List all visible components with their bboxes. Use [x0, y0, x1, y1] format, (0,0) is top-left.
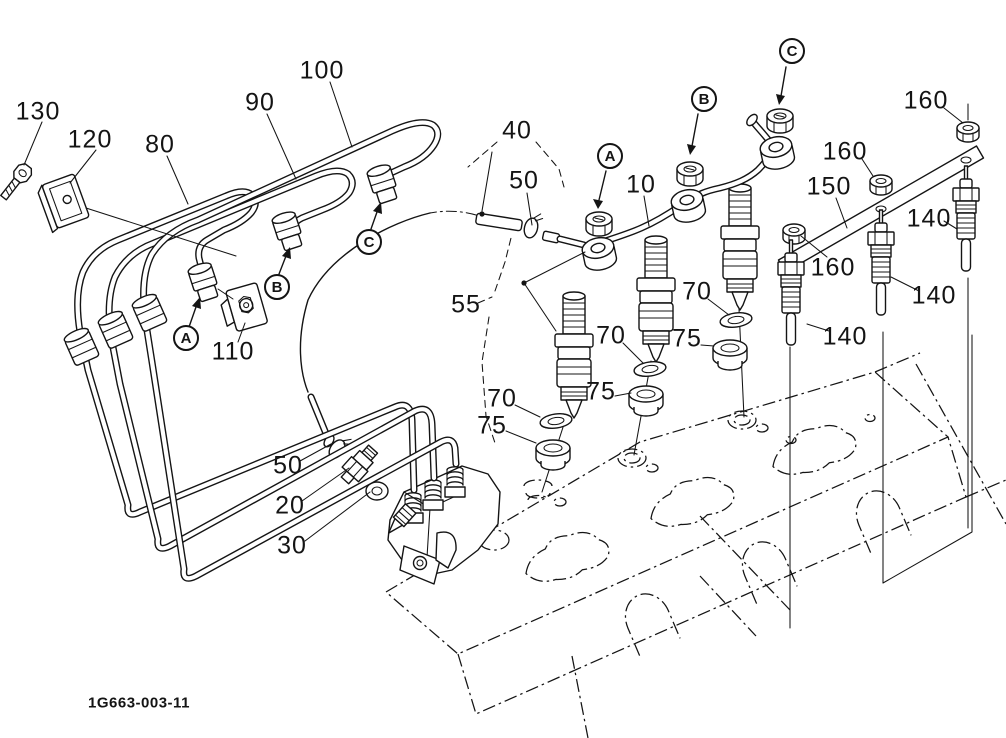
injector-washer-70	[538, 411, 574, 431]
callout-55: 55	[451, 290, 481, 319]
leakoff-cap-nut-b	[676, 161, 704, 187]
leader-lines	[23, 81, 964, 542]
callout-20: 20	[275, 491, 305, 520]
ref-marker-a-lower: A	[173, 325, 199, 351]
clamp-bolt-130	[0, 162, 33, 201]
rail-nut-160	[782, 223, 806, 245]
callout-70-right: 70	[682, 277, 712, 306]
return-joint	[340, 444, 379, 485]
injector-seat-75	[628, 385, 664, 417]
callout-75-left: 75	[477, 411, 507, 440]
injection-pipes	[61, 119, 460, 582]
fuel-return-hose	[299, 210, 561, 534]
glow-plug-140	[952, 165, 980, 272]
rail-nut-160	[869, 174, 893, 196]
callout-160-top: 160	[903, 86, 949, 115]
glow-plug-140	[867, 209, 895, 316]
injector-washer-70	[632, 359, 668, 379]
callout-140-mid: 140	[911, 281, 957, 310]
reference-arrows	[188, 66, 787, 328]
injection-pipe-80	[74, 188, 418, 518]
injector-seat-75	[535, 439, 571, 471]
callout-90: 90	[245, 88, 275, 117]
callout-140-left: 140	[822, 322, 868, 351]
rail-nut-160	[956, 121, 980, 143]
leakoff-cap-nut-a	[585, 211, 613, 237]
glow-plug-group	[777, 121, 985, 346]
pipe-clamp-110	[220, 282, 268, 332]
return-joint-washer	[365, 481, 389, 501]
return-port-boss	[387, 503, 417, 534]
callout-100: 100	[299, 56, 345, 85]
callout-150: 150	[806, 172, 852, 201]
injector-washer-70	[718, 310, 754, 330]
pipe-clamp-120	[37, 173, 90, 234]
callout-75-mid: 75	[586, 377, 616, 406]
ref-marker-a-upper: A	[597, 143, 623, 169]
callout-160-mid: 160	[822, 137, 868, 166]
injector-seat-75	[712, 339, 748, 371]
callout-10: 10	[626, 170, 656, 199]
callout-30: 30	[277, 531, 307, 560]
bracket-dashes	[467, 141, 565, 447]
callout-70-mid: 70	[596, 321, 626, 350]
callout-120: 120	[67, 125, 113, 154]
callout-160-low: 160	[810, 253, 856, 282]
figure-part-code: 1G663-003-11	[88, 694, 190, 712]
ref-marker-b-upper: B	[691, 86, 717, 112]
callout-50-upper: 50	[509, 166, 539, 195]
callout-140-right: 140	[906, 204, 952, 233]
callout-70-left: 70	[487, 384, 517, 413]
injection-pipe-100	[140, 119, 460, 582]
callout-80: 80	[145, 130, 175, 159]
cylinder-head-outline	[384, 352, 1006, 738]
ref-marker-c-upper: C	[779, 38, 805, 64]
return-hose-piece	[475, 212, 523, 232]
injector-3	[720, 183, 760, 311]
callout-50-lower: 50	[273, 451, 303, 480]
callout-110: 110	[211, 337, 255, 366]
ref-marker-b-lower: B	[264, 274, 290, 300]
callout-75-right: 75	[672, 324, 702, 353]
assembly-axis-lines	[541, 103, 973, 629]
leakoff-cap-nut-c	[766, 108, 794, 134]
pipe-union-nut	[61, 325, 101, 367]
pipe-end-fitting-a	[186, 259, 222, 304]
pipe-union-nut	[129, 291, 169, 333]
leakoff-pipe-assembly	[556, 108, 797, 274]
hose-clamp-upper	[521, 210, 545, 241]
injector-2	[636, 235, 676, 363]
callout-130: 130	[15, 97, 61, 126]
injection-pipe-90	[105, 167, 438, 552]
ref-marker-c-lower: C	[356, 229, 382, 255]
pipe-union-nut	[95, 308, 135, 350]
callout-40: 40	[502, 116, 532, 145]
